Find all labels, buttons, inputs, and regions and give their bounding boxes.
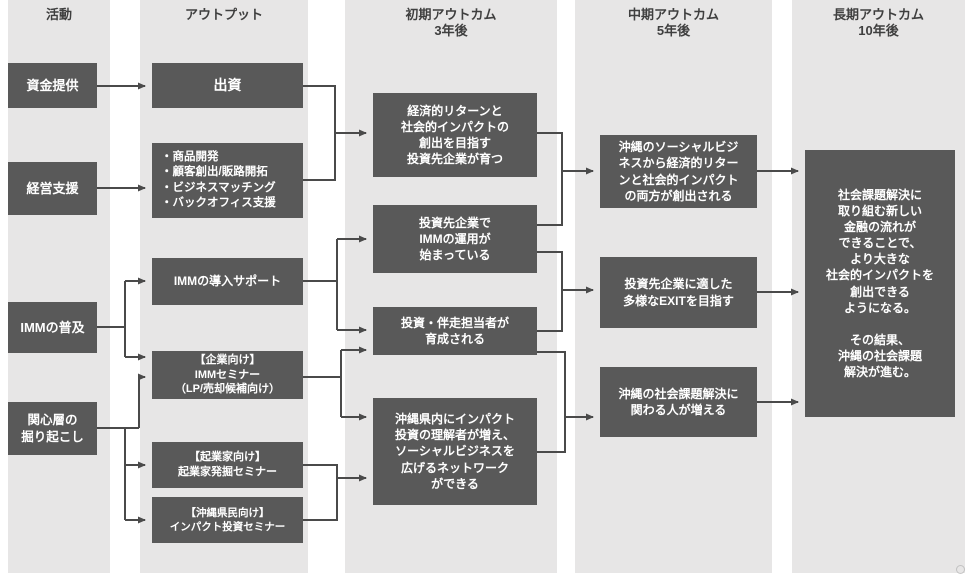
box-funding: 資金提供 bbox=[8, 63, 97, 108]
box-interest-groups: 関心層の 掘り起こし bbox=[8, 402, 97, 455]
header-activities: 活動 bbox=[45, 7, 72, 22]
box-imm-seminar-corporate: 【企業向け】 IMMセミナー （LP/売却候補向け） bbox=[152, 351, 303, 399]
box-investment: 出資 bbox=[152, 63, 303, 108]
box-more-people-involved: 沖縄の社会課題解決に 関わる人が増える bbox=[600, 367, 757, 437]
header-mid-outcome: 中期アウトカム 5年後 bbox=[627, 7, 719, 39]
header-long-outcome: 長期アウトカム 10年後 bbox=[832, 7, 924, 39]
box-returns-and-impact: 沖縄のソーシャルビジ ネスから経済的リター ンと社会的インパクト の両方が創出さ… bbox=[600, 135, 757, 208]
box-support-menu: ・商品開発 ・顧客創出/販路開拓 ・ビジネスマッチング ・バックオフィス支援 bbox=[152, 143, 303, 218]
box-staff-trained: 投資・伴走担当者が 育成される bbox=[373, 307, 537, 355]
corner-watermark bbox=[956, 565, 965, 574]
box-investee-companies-grow: 経済的リターンと 社会的インパクトの 創出を目指す 投資先企業が育つ bbox=[373, 93, 537, 177]
box-new-financial-flow: 社会課題解決に 取り組む新しい 金融の流れが できることで、 より大きな 社会的… bbox=[805, 150, 955, 417]
box-imm-operation-started: 投資先企業で IMMの運用が 始まっている bbox=[373, 205, 537, 273]
box-entrepreneur-seminar: 【起業家向け】 起業家発掘セミナー bbox=[152, 442, 303, 488]
box-imm-spread: IMMの普及 bbox=[8, 302, 97, 353]
box-imm-adoption-support: IMMの導入サポート bbox=[152, 258, 303, 305]
box-management-support: 経営支援 bbox=[8, 162, 97, 215]
box-diverse-exit: 投資先企業に適した 多様なEXITを目指す bbox=[600, 257, 757, 328]
header-initial-outcome: 初期アウトカム 3年後 bbox=[405, 7, 497, 39]
box-impact-network: 沖縄県内にインパクト 投資の理解者が増え、 ソーシャルビジネスを 広げるネットワ… bbox=[373, 398, 537, 505]
box-resident-seminar: 【沖縄県民向け】 インパクト投資セミナー bbox=[152, 497, 303, 543]
header-outputs: アウトプット bbox=[184, 7, 263, 22]
